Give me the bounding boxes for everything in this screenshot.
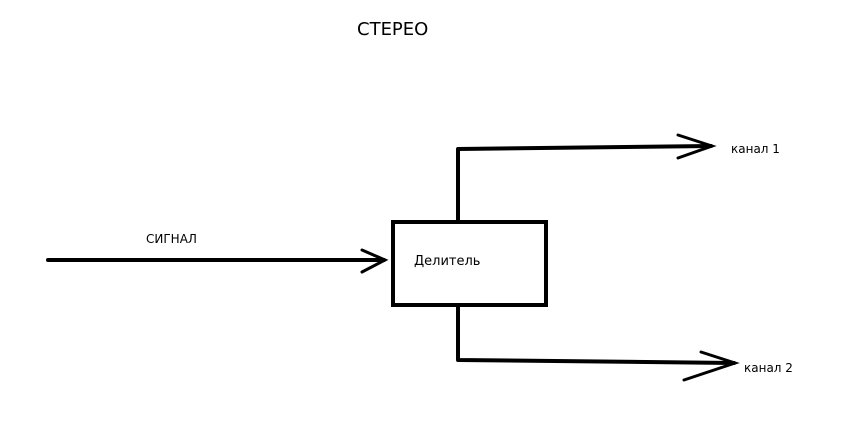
input-arrow (46, 248, 389, 274)
output-2-arrow (456, 305, 740, 382)
output-1-arrow (456, 133, 717, 222)
splitter-label: Делитель (414, 254, 480, 269)
output-2-label: канал 2 (744, 361, 793, 375)
splitter-box (391, 220, 548, 307)
diagram-title: СТЕРЕО (357, 19, 428, 40)
output-1-label: канал 1 (731, 142, 780, 156)
input-label: СИГНАЛ (146, 232, 197, 246)
